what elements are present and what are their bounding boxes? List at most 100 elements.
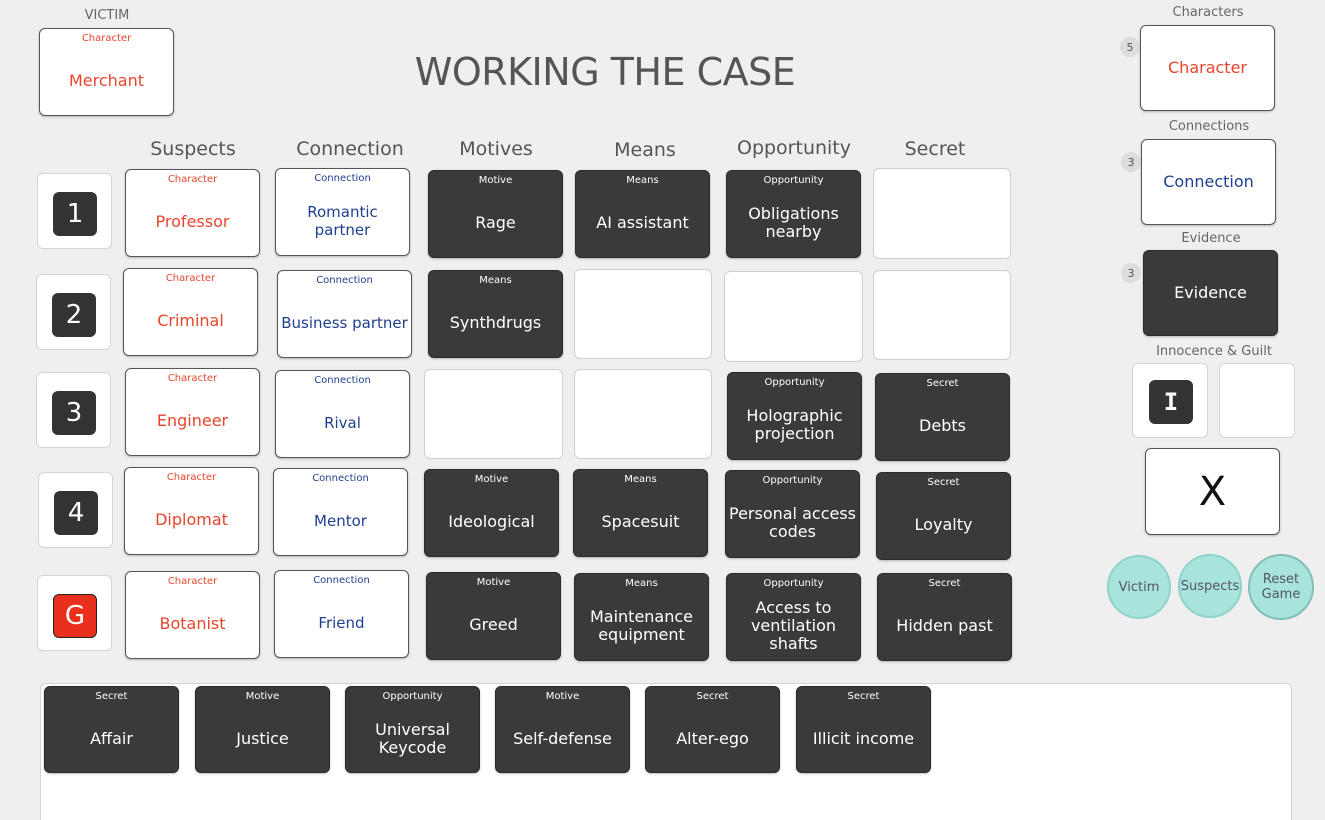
- evidence-deck-label: Evidence: [1181, 231, 1241, 246]
- card-value: Justice: [236, 728, 289, 748]
- card-type: Secret: [928, 578, 961, 589]
- card-type: Connection: [313, 575, 370, 586]
- card-type: Character: [166, 472, 217, 483]
- opportunity-card[interactable]: Opportunity Access to ventilation shafts: [726, 573, 861, 661]
- empty-slot-motive[interactable]: [424, 369, 563, 459]
- reset-game-button[interactable]: Reset Game: [1248, 554, 1314, 620]
- means-card[interactable]: Means Synthdrugs: [428, 270, 563, 358]
- means-card[interactable]: Means Maintenance equipment: [574, 573, 709, 661]
- card-type: Secret: [847, 691, 880, 702]
- motive-card[interactable]: Motive Ideological: [424, 469, 559, 557]
- secret-card[interactable]: Secret Debts: [875, 373, 1010, 461]
- card-type: Means: [626, 175, 659, 186]
- card-value: Universal Keycode: [375, 719, 450, 757]
- hand-card-secret[interactable]: Secret Alter-ego: [645, 686, 780, 773]
- suspects-button[interactable]: Suspects: [1178, 554, 1242, 618]
- opportunity-card[interactable]: Opportunity Holographic projection: [727, 372, 862, 460]
- connection-card[interactable]: Connection Mentor: [273, 468, 408, 556]
- card-type: Means: [479, 275, 512, 286]
- card-type: Opportunity: [764, 377, 825, 388]
- card-value: Botanist: [159, 614, 226, 633]
- card-value: Greed: [469, 615, 518, 634]
- hand-card-secret[interactable]: Secret Affair: [44, 686, 179, 773]
- empty-slot-secret[interactable]: [873, 270, 1011, 360]
- connection-card[interactable]: Connection Friend: [274, 570, 409, 658]
- row-number-box: 1: [37, 173, 112, 249]
- column-header-connection: Connection: [296, 138, 404, 160]
- row-number-token[interactable]: 4: [54, 491, 98, 535]
- connections-deck-label: Connections: [1168, 119, 1250, 134]
- row-number-token[interactable]: 1: [53, 192, 97, 236]
- card-value: Hidden past: [896, 616, 993, 635]
- hand-card-motive[interactable]: Motive Justice: [195, 686, 330, 773]
- column-header-motives: Motives: [459, 138, 533, 160]
- card-value: Self-defense: [513, 728, 612, 748]
- card-value: Merchant: [68, 71, 145, 90]
- innocence-token[interactable]: I: [1149, 380, 1193, 424]
- characters-deck-count: 5: [1120, 37, 1140, 57]
- card-value: Rival: [324, 414, 361, 432]
- connection-card[interactable]: Connection Rival: [275, 370, 410, 458]
- suspect-card[interactable]: Character Botanist: [125, 571, 260, 659]
- card-type: Means: [624, 474, 657, 485]
- empty-slot-means[interactable]: [574, 369, 712, 459]
- guilt-token-slot[interactable]: [1219, 363, 1295, 438]
- secret-card[interactable]: Secret Loyalty: [876, 472, 1011, 560]
- victim-button[interactable]: Victim: [1107, 555, 1171, 619]
- card-type: Motive: [245, 691, 280, 702]
- evidence-deck-count: 3: [1121, 263, 1141, 283]
- page-title: WORKING THE CASE: [414, 50, 796, 94]
- row-number-box: G: [37, 575, 112, 651]
- suspect-card[interactable]: Character Engineer: [125, 368, 260, 456]
- hand-card-motive[interactable]: Motive Self-defense: [495, 686, 630, 773]
- x-mark: X: [1198, 468, 1227, 515]
- row-number-box: 2: [36, 274, 111, 350]
- card-type: Opportunity: [763, 578, 824, 589]
- card-value: Illicit income: [812, 728, 915, 748]
- opportunity-card[interactable]: Opportunity Obligations nearby: [726, 170, 861, 258]
- opportunity-card[interactable]: Opportunity Personal access codes: [725, 470, 860, 558]
- row-number-box: 4: [38, 472, 113, 548]
- card-type: Secret: [926, 378, 959, 389]
- empty-slot-means[interactable]: [574, 269, 712, 359]
- hand-card-opportunity[interactable]: Opportunity Universal Keycode: [345, 686, 480, 773]
- card-type: Opportunity: [763, 175, 824, 186]
- hand-card-secret[interactable]: Secret Illicit income: [796, 686, 931, 773]
- connections-deck[interactable]: Connection: [1141, 139, 1276, 225]
- card-type: Character: [81, 33, 132, 44]
- victim-card[interactable]: Character Merchant: [39, 28, 174, 116]
- card-type: Motive: [545, 691, 580, 702]
- column-header-suspects: Suspects: [150, 138, 236, 160]
- column-header-secret: Secret: [904, 138, 966, 160]
- card-value: Alter-ego: [676, 728, 749, 748]
- victim-label: VICTIM: [84, 8, 130, 23]
- characters-deck[interactable]: Character: [1140, 25, 1275, 111]
- empty-slot-opportunity[interactable]: [724, 271, 863, 362]
- motive-card[interactable]: Motive Greed: [426, 572, 561, 660]
- card-type: Opportunity: [762, 475, 823, 486]
- means-card[interactable]: Means Spacesuit: [573, 469, 708, 557]
- suspect-card[interactable]: Character Professor: [125, 169, 260, 257]
- card-value: Diplomat: [155, 510, 228, 529]
- x-mark-card[interactable]: X: [1145, 448, 1280, 535]
- row-number-token[interactable]: 2: [52, 293, 96, 337]
- card-type: Means: [625, 578, 658, 589]
- means-card[interactable]: Means AI assistant: [575, 170, 710, 258]
- card-type: Motive: [478, 175, 513, 186]
- card-type: Connection: [316, 275, 373, 286]
- column-header-opportunity: Opportunity: [736, 137, 852, 159]
- card-value: Criminal: [157, 311, 224, 330]
- guilty-token[interactable]: G: [53, 594, 97, 638]
- card-value: Spacesuit: [601, 512, 680, 531]
- connection-card[interactable]: Connection Business partner: [277, 270, 412, 358]
- connection-card[interactable]: Connection Romantic partner: [275, 168, 410, 256]
- card-value: AI assistant: [596, 213, 689, 232]
- secret-card[interactable]: Secret Hidden past: [877, 573, 1012, 661]
- row-number-token[interactable]: 3: [52, 391, 96, 435]
- evidence-deck[interactable]: Evidence: [1143, 250, 1278, 336]
- suspect-card[interactable]: Character Diplomat: [124, 467, 259, 555]
- suspect-card[interactable]: Character Criminal: [123, 268, 258, 356]
- card-type: Character: [167, 373, 218, 384]
- empty-slot-secret[interactable]: [873, 168, 1011, 259]
- motive-card[interactable]: Motive Rage: [428, 170, 563, 258]
